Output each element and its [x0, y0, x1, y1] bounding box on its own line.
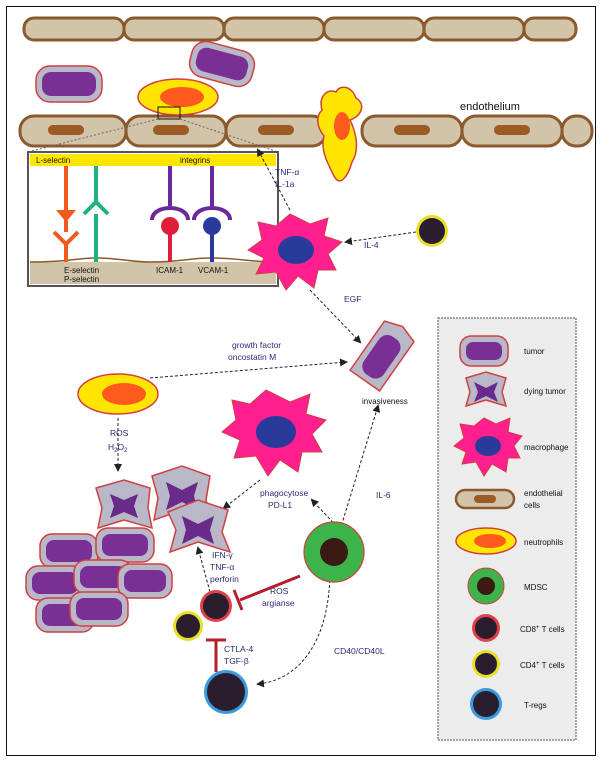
ros2-label: ROS — [270, 586, 289, 596]
vessel-tumor-cell — [35, 65, 103, 103]
tgf-label: TGF-β — [224, 656, 249, 666]
vcam-label: VCAM-1 — [198, 266, 229, 275]
macrophage-top — [247, 213, 343, 291]
e-selectin-label: E-selectin — [64, 266, 99, 275]
ros-label: ROS — [110, 428, 129, 438]
vessel-tumor-cell-tilted — [188, 40, 256, 88]
il6-label: IL-6 — [376, 490, 391, 500]
legend-tregs: T-regs — [524, 701, 547, 710]
oncostatin-label: oncostatin M — [228, 352, 276, 362]
egf-label: EGF — [344, 294, 361, 304]
growth-factor-label: growth factor — [232, 340, 281, 350]
pdl1-label: PD-L1 — [268, 500, 292, 510]
legend-macrophage: macrophage — [524, 443, 569, 452]
legend-endothelial-cells: cells — [524, 501, 540, 510]
endothelium-label: endothelium — [460, 101, 520, 113]
legend-endothelial: endothelial — [524, 489, 563, 498]
neutrophil-lower — [77, 373, 159, 415]
arginase-label: argianse — [262, 598, 295, 608]
cd8-t-cell — [200, 590, 232, 622]
cd4-t-cell-top — [416, 215, 448, 247]
invasiveness-label: invasiveness — [362, 397, 408, 406]
il4-label: IL-4 — [364, 240, 379, 250]
tnf2-label: TNF-α — [210, 562, 234, 572]
cd40-label: CD40/CD40L — [334, 646, 385, 656]
legend-dying-tumor: dying tumor — [524, 387, 566, 396]
legend-cd8: CD8+ T cells — [520, 625, 565, 634]
tnf-label: TNF-α — [275, 167, 299, 177]
cd4-t-cell-bottom — [173, 611, 203, 641]
legend-box: tumor dying tumor macrophage endothelial… — [437, 317, 577, 741]
il1a-label: IL-1a — [275, 179, 295, 189]
legend-neutrophils: neutrophils — [524, 538, 563, 547]
mdsc-cell — [303, 521, 365, 583]
legend-mdsc: MDSC — [524, 583, 548, 592]
icam-label: ICAM-1 — [156, 266, 184, 275]
legend-cd4: CD4+ T cells — [520, 661, 565, 670]
phagocytose-label: phagocytose — [260, 488, 308, 498]
inhibition-treg-cd4 — [206, 638, 226, 672]
endothelium-row — [18, 114, 594, 148]
top-endothelium-row — [22, 16, 578, 42]
h2o2-label: H2O2 — [108, 442, 128, 454]
tumor-cluster — [25, 527, 173, 633]
integrins-label: integrins — [180, 156, 210, 165]
l-selectin-label: L-selectin — [36, 156, 70, 165]
dying-tumor-cluster — [95, 465, 232, 554]
legend-tumor: tumor — [524, 347, 545, 356]
perforin-label: perforin — [210, 574, 239, 584]
adhesion-inset: L-selectin integrins E-selectin P-select… — [27, 151, 279, 287]
treg-cell — [204, 670, 248, 714]
rolling-neutrophil — [137, 78, 219, 120]
transmigrating-neutrophil — [317, 86, 363, 182]
macrophage-mid — [221, 389, 327, 477]
ifn-label: IFN-γ — [212, 550, 234, 560]
invasive-tumor-cell — [349, 320, 415, 392]
p-selectin-label: P-selectin — [64, 275, 99, 284]
figure-frame — [6, 6, 596, 756]
ctla4-label: CTLA-4 — [224, 644, 254, 654]
inhibition-mdsc-cd8 — [232, 574, 301, 611]
